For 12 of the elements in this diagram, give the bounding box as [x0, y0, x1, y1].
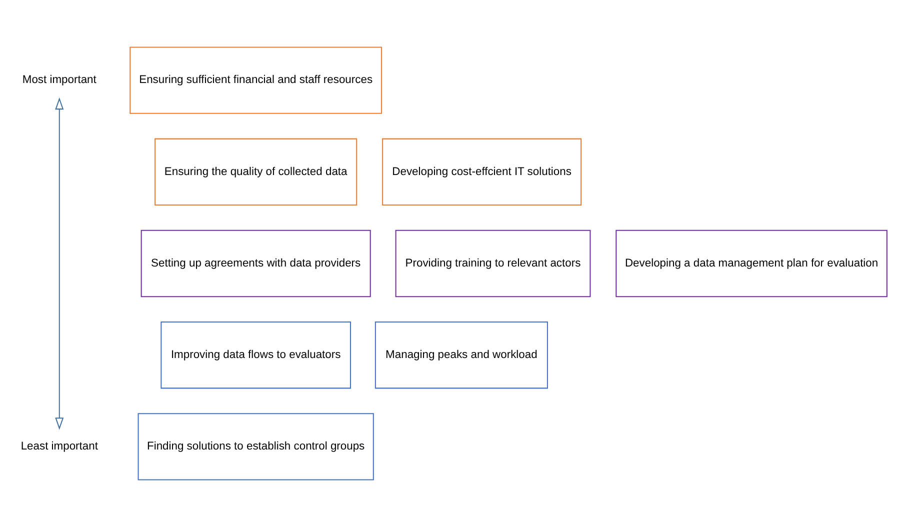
arrow — [54, 97, 64, 430]
node-box: Ensuring sufficient financial and staff resources — [129, 46, 382, 114]
node-box: Ensuring the quality of collected data — [154, 138, 357, 206]
node-box: Providing training to relevant actors — [394, 230, 590, 298]
node-box: Finding solutions to establish control groups — [137, 413, 374, 480]
node-text: Most important — [22, 74, 96, 86]
node-box: Improving data flows to evaluators — [160, 322, 350, 389]
node-box: Setting up agreements with data providers — [140, 230, 370, 298]
node-box: Developing a data management plan for evaluation — [615, 230, 887, 298]
node-text: Least important — [20, 440, 98, 453]
node-box: Managing peaks and workload — [374, 322, 548, 389]
node-box: Developing cost-effcient IT solutions — [382, 138, 582, 206]
